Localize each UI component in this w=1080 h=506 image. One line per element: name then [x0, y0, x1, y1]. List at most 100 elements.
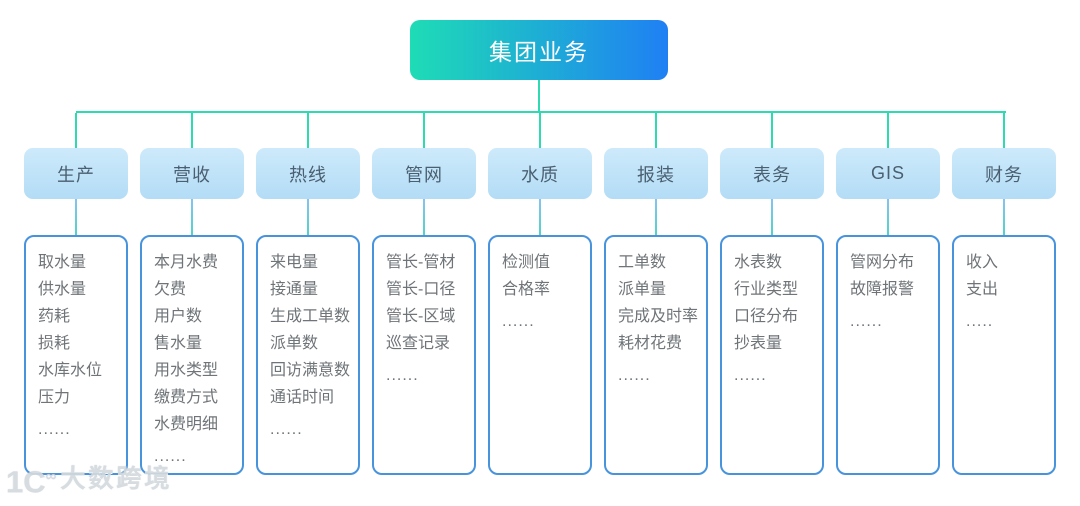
root-label: 集团业务	[489, 39, 589, 65]
metric-list: 工单数派单量完成及时率耗材花费......	[606, 237, 706, 389]
branch-detail-box-finance: 收入支出.....	[952, 235, 1056, 475]
metric-item: 本月水费	[154, 254, 219, 271]
connector-header-to-detail	[75, 199, 77, 235]
metric-item: 压力	[38, 389, 71, 406]
metric-item: 用户数	[154, 308, 203, 325]
metric-list: 管网分布故障报警......	[838, 237, 938, 335]
metric-list: 取水量供水量药耗损耗水库水位压力......	[26, 237, 126, 443]
metric-item: 故障报警	[850, 281, 915, 298]
connector-tree-drop	[887, 113, 889, 148]
metric-item: 巡查记录	[386, 335, 451, 352]
metric-item: ......	[386, 367, 419, 384]
metric-item: 收入	[966, 254, 999, 271]
connector-tree-horizontal	[76, 111, 1006, 113]
metric-item: 取水量	[38, 254, 87, 271]
branch-columns: 生产 取水量供水量药耗损耗水库水位压力...... 营收 本月水费欠费用户数售水…	[24, 113, 1056, 475]
branch-detail-box-installation: 工单数派单量完成及时率耗材花费......	[604, 235, 708, 475]
metric-item: 水库水位	[38, 362, 103, 379]
branch-node-revenue: 营收	[140, 148, 244, 199]
branch-detail-box-pipeline: 管长-管材管长-口径管长-区域巡查记录......	[372, 235, 476, 475]
branch-column-pipeline: 管网 管长-管材管长-口径管长-区域巡查记录......	[372, 113, 476, 475]
branch-node-metering: 表务	[720, 148, 824, 199]
metric-item: 管长-区域	[386, 308, 456, 325]
metric-list: 检测值合格率......	[490, 237, 590, 335]
connector-header-to-detail	[1003, 199, 1005, 235]
branch-label: 营收	[173, 164, 211, 185]
metric-item: 缴费方式	[154, 389, 219, 406]
connector-header-to-detail	[191, 199, 193, 235]
branch-node-hotline: 热线	[256, 148, 360, 199]
branch-column-metering: 表务 水表数行业类型口径分布抄表量......	[720, 113, 824, 475]
metric-item: ......	[502, 313, 535, 330]
metric-item: 水费明细	[154, 416, 219, 433]
metric-item: 接通量	[270, 281, 319, 298]
metric-item: 供水量	[38, 281, 87, 298]
branch-detail-box-water-quality: 检测值合格率......	[488, 235, 592, 475]
branch-label: 热线	[289, 164, 327, 185]
watermark-text: 大数跨境	[60, 465, 173, 493]
connector-tree-drop	[423, 113, 425, 148]
branch-detail-box-hotline: 来电量接通量生成工单数派单数回访满意数通话时间......	[256, 235, 360, 475]
branch-column-finance: 财务 收入支出.....	[952, 113, 1056, 475]
metric-item: 工单数	[618, 254, 667, 271]
metric-item: 售水量	[154, 335, 203, 352]
metric-item: 水表数	[734, 254, 783, 271]
branch-node-water-quality: 水质	[488, 148, 592, 199]
branch-node-installation: 报装	[604, 148, 708, 199]
branch-detail-box-production: 取水量供水量药耗损耗水库水位压力......	[24, 235, 128, 475]
metric-item: 损耗	[38, 335, 71, 352]
metric-item: 药耗	[38, 308, 71, 325]
metric-item: 支出	[966, 281, 999, 298]
connector-tree-drop	[75, 113, 77, 148]
branch-node-finance: 财务	[952, 148, 1056, 199]
metric-item: 生成工单数	[270, 308, 351, 325]
metric-item: 完成及时率	[618, 308, 699, 325]
branch-node-gis: GIS	[836, 148, 940, 199]
branch-label: 报装	[637, 164, 675, 185]
branch-label: 财务	[985, 164, 1023, 185]
metric-item: 抄表量	[734, 335, 783, 352]
metric-list: 水表数行业类型口径分布抄表量......	[722, 237, 822, 389]
branch-label: 水质	[521, 164, 559, 185]
metric-item: 合格率	[502, 281, 551, 298]
metric-item: 来电量	[270, 254, 319, 271]
metric-item: ......	[38, 421, 71, 438]
metric-item: 派单量	[618, 281, 667, 298]
branch-detail-box-revenue: 本月水费欠费用户数售水量用水类型缴费方式水费明细......	[140, 235, 244, 475]
metric-item: ......	[734, 367, 767, 384]
branch-column-installation: 报装 工单数派单量完成及时率耗材花费......	[604, 113, 708, 475]
branch-node-production: 生产	[24, 148, 128, 199]
metric-item: 通话时间	[270, 389, 335, 406]
metric-list: 管长-管材管长-口径管长-区域巡查记录......	[374, 237, 474, 389]
metric-list: 来电量接通量生成工单数派单数回访满意数通话时间......	[258, 237, 358, 443]
metric-list: 本月水费欠费用户数售水量用水类型缴费方式水费明细......	[142, 237, 242, 470]
connector-header-to-detail	[423, 199, 425, 235]
connector-tree-drop	[771, 113, 773, 148]
metric-item: 管长-管材	[386, 254, 456, 271]
branch-column-water-quality: 水质 检测值合格率......	[488, 113, 592, 475]
metric-item: ......	[154, 448, 187, 465]
connector-tree-drop	[307, 113, 309, 148]
metric-item: 耗材花费	[618, 335, 683, 352]
metric-item: ......	[850, 313, 883, 330]
metric-item: 派单数	[270, 335, 319, 352]
metric-item: ......	[618, 367, 651, 384]
metric-item: 行业类型	[734, 281, 799, 298]
branch-column-gis: GIS 管网分布故障报警......	[836, 113, 940, 475]
connector-header-to-detail	[307, 199, 309, 235]
branch-label: 表务	[753, 164, 791, 185]
branch-label: 管网	[405, 164, 443, 185]
watermark: 1C∞ 大数跨境	[6, 459, 172, 497]
dashu-kuajing-logo-icon: 1C∞	[6, 464, 57, 499]
metric-item: 管网分布	[850, 254, 915, 271]
metric-item: 用水类型	[154, 362, 219, 379]
connector-tree-drop	[1003, 113, 1005, 148]
branch-label: 生产	[57, 164, 95, 185]
metric-item: 口径分布	[734, 308, 799, 325]
connector-root-stub	[538, 80, 540, 112]
branch-node-pipeline: 管网	[372, 148, 476, 199]
connector-header-to-detail	[539, 199, 541, 235]
connector-header-to-detail	[887, 199, 889, 235]
metric-item: 检测值	[502, 254, 551, 271]
connector-tree-drop	[191, 113, 193, 148]
